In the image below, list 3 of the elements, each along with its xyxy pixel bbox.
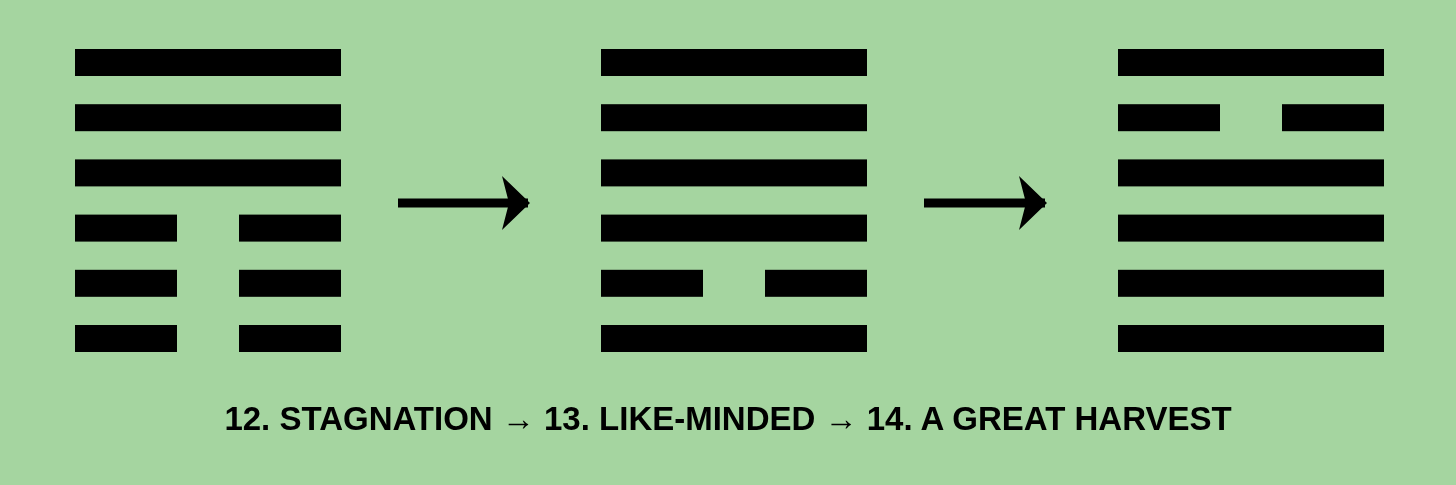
caption: 12. STAGNATION → 13. LIKE-MINDED → 14. A GREAT HARVEST [224,400,1232,438]
arrow [398,176,530,230]
arrow [924,176,1047,230]
